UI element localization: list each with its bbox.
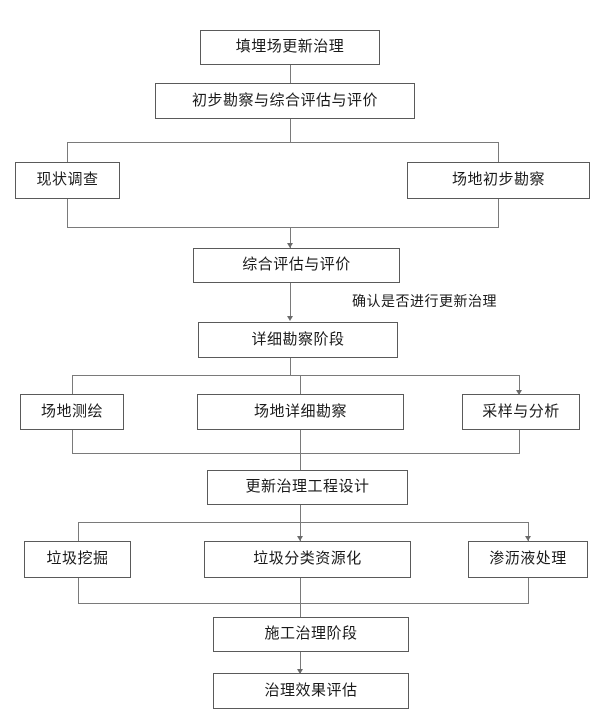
arrowhead-to-n13: [525, 536, 531, 541]
connector-n10-down: [300, 505, 301, 522]
arrowhead-to-n5: [287, 243, 293, 248]
node-waste-excavation[interactable]: 垃圾挖掘: [24, 541, 131, 578]
connector-n11-down: [78, 578, 79, 603]
node-label: 垃圾挖掘: [46, 551, 109, 567]
connector-merge-to-n5: [290, 227, 291, 248]
node-construction-remediation-stage[interactable]: 施工治理阶段: [213, 617, 409, 652]
node-detailed-survey-stage[interactable]: 详细勘察阶段: [198, 322, 398, 358]
connector-bus-detail-left: [72, 375, 73, 394]
connector-bus-works-mid: [300, 522, 301, 541]
arrowhead-to-n9: [516, 390, 522, 395]
node-label: 场地测绘: [40, 403, 103, 420]
node-preliminary-survey-and-assessment[interactable]: 初步勘察与综合评估与评价: [155, 83, 415, 119]
node-site-detailed-survey[interactable]: 场地详细勘察: [197, 394, 404, 430]
node-label: 填埋场更新治理: [235, 39, 345, 55]
connector-n14-n15: [300, 652, 301, 673]
connector-bus-top: [67, 142, 499, 143]
node-label: 综合评估与评价: [242, 257, 351, 273]
node-comprehensive-assessment[interactable]: 综合评估与评价: [193, 248, 400, 283]
connector-bus-works-left: [78, 522, 79, 541]
node-renewal-remediation-engineering-design[interactable]: 更新治理工程设计: [207, 470, 408, 505]
node-label: 渗沥液处理: [489, 551, 567, 567]
connector-n3-down: [67, 199, 68, 227]
connector-n4-down: [498, 199, 499, 227]
connector-bus-detail: [72, 375, 519, 376]
node-site-mapping[interactable]: 场地测绘: [20, 394, 124, 430]
connector-n7-down: [72, 430, 73, 453]
connector-n13-down: [528, 578, 529, 603]
node-label: 现状调查: [36, 172, 99, 188]
arrowhead-to-n15: [297, 669, 303, 674]
connector-bus-merge-construction: [78, 603, 529, 604]
connector-bus-merge-design: [72, 453, 520, 454]
node-site-preliminary-survey[interactable]: 场地初步勘察: [407, 162, 590, 199]
arrowhead-to-n6: [287, 316, 293, 321]
connector-n1-n2: [290, 65, 291, 83]
node-leachate-treatment[interactable]: 渗沥液处理: [468, 541, 588, 578]
node-label: 场地初步勘察: [451, 172, 545, 188]
node-waste-sorting-resource-recovery[interactable]: 垃圾分类资源化: [204, 541, 411, 578]
connector-n12-down: [300, 578, 301, 603]
node-label: 场地详细勘察: [253, 403, 347, 420]
connector-bus-detail-mid: [300, 375, 301, 394]
connector-merge-to-n14: [300, 603, 301, 617]
node-label: 初步勘察与综合评估与评价: [191, 92, 378, 109]
connector-bus-top-left: [67, 142, 68, 162]
node-label: 治理效果评估: [264, 682, 358, 699]
connector-bus-merge: [67, 227, 499, 228]
connector-n2-down: [290, 119, 291, 142]
node-label: 施工治理阶段: [264, 626, 358, 642]
annotation-confirm-renewal-decision: 确认是否进行更新治理: [352, 295, 497, 310]
node-status-investigation[interactable]: 现状调查: [15, 162, 120, 199]
arrowhead-to-n12: [297, 536, 303, 541]
connector-n8-down: [300, 430, 301, 453]
node-label: 垃圾分类资源化: [253, 551, 362, 567]
connector-merge-to-n10: [300, 453, 301, 470]
node-label: 详细勘察阶段: [251, 331, 345, 348]
connector-n9-down: [519, 430, 520, 453]
connector-n5-n6: [290, 283, 291, 318]
node-landfill-renewal-remediation[interactable]: 填埋场更新治理: [200, 30, 380, 65]
node-label: 采样与分析: [482, 403, 560, 420]
connector-bus-top-right: [498, 142, 499, 162]
connector-bus-works-right: [528, 522, 529, 541]
node-sampling-and-analysis[interactable]: 采样与分析: [462, 394, 580, 430]
connector-n6-down: [290, 358, 291, 375]
connector-bus-works: [78, 522, 528, 523]
node-label: 更新治理工程设计: [245, 479, 370, 495]
node-remediation-effect-evaluation[interactable]: 治理效果评估: [213, 673, 409, 709]
connector-bus-detail-right: [519, 375, 520, 394]
